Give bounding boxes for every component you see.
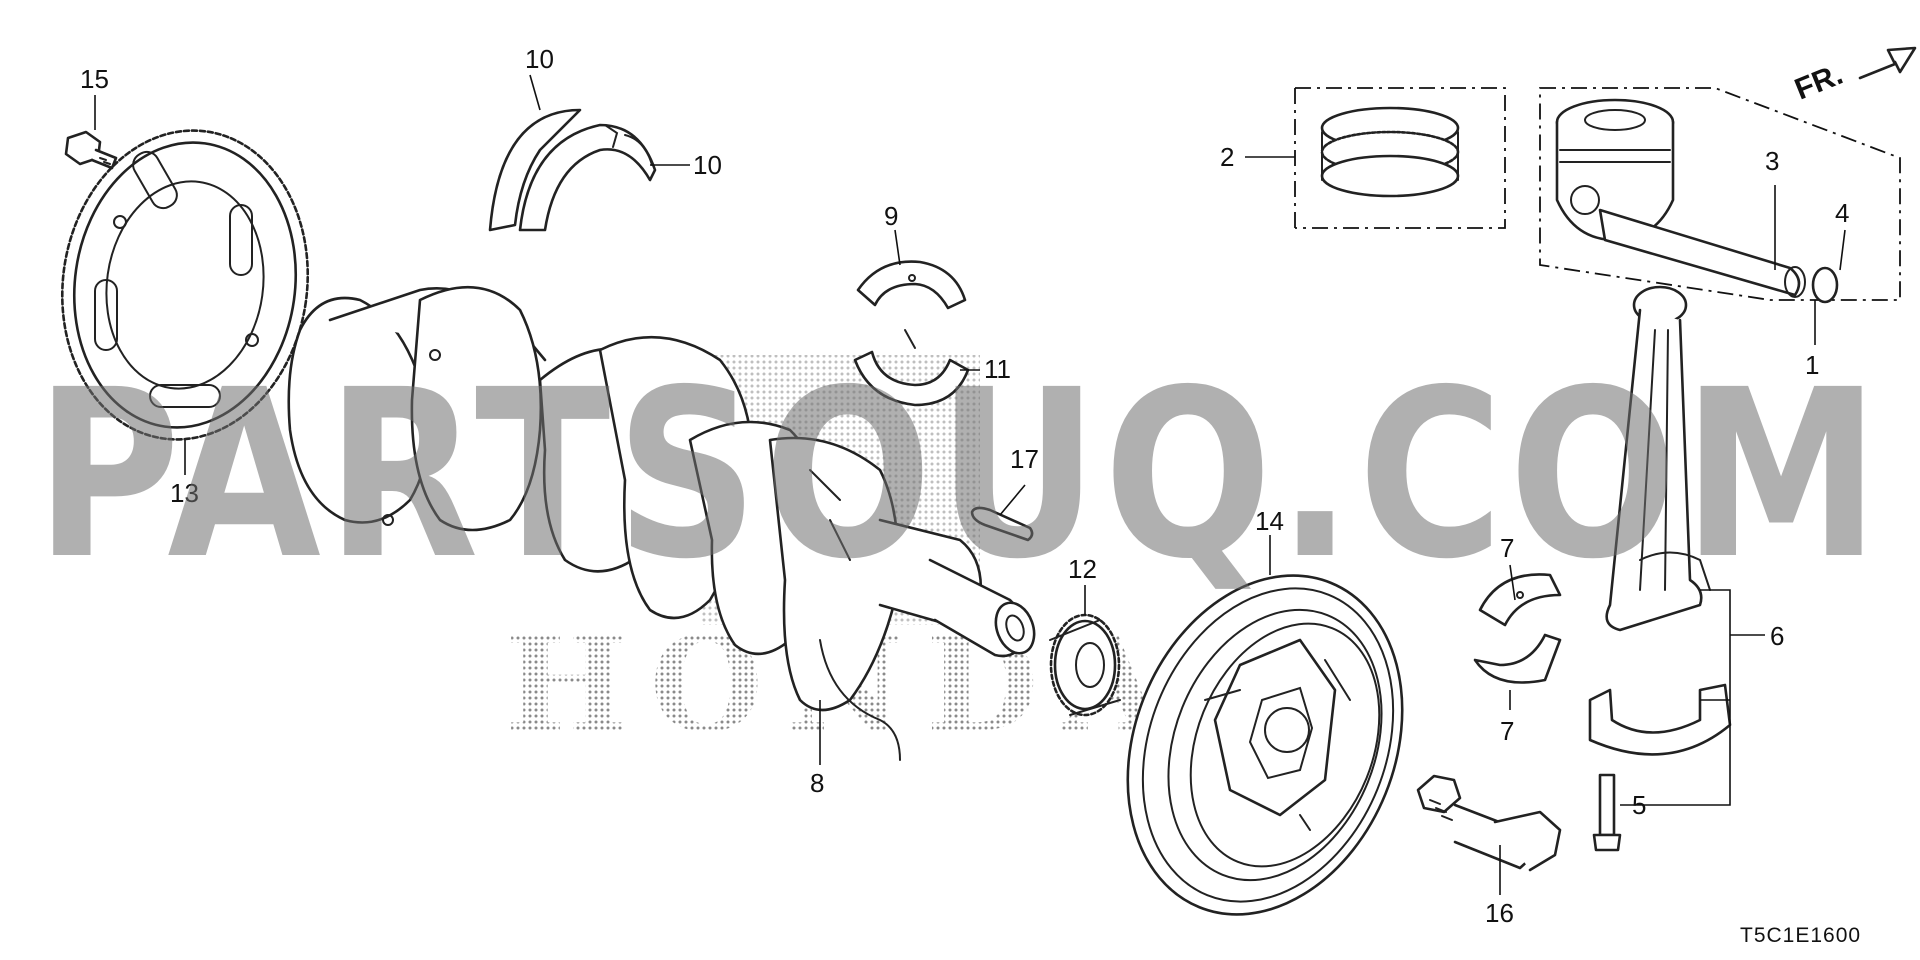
part-16-pulley-bolt[interactable] — [1416, 774, 1562, 872]
part-14-crankshaft-pulley[interactable] — [1079, 534, 1451, 956]
callout-14[interactable]: 14 — [1255, 506, 1284, 536]
part-7-rod-bearing-upper[interactable] — [1478, 573, 1562, 627]
part-15-bolt[interactable] — [64, 130, 118, 170]
leader-lines — [94, 74, 1846, 895]
callout-4[interactable]: 4 — [1835, 198, 1849, 228]
part-8-crankshaft[interactable] — [287, 285, 1041, 761]
part-3-piston-pin[interactable] — [1598, 208, 1806, 298]
part-6-connecting-rod[interactable] — [1605, 285, 1711, 632]
arrow-icon — [1858, 46, 1917, 80]
callout-9[interactable]: 9 — [884, 201, 898, 231]
diagram-code: T5C1E1600 — [1740, 924, 1861, 947]
svg-text:FR.: FR. — [1790, 58, 1847, 107]
callout-8[interactable]: 8 — [810, 768, 824, 798]
callout-3[interactable]: 3 — [1765, 146, 1779, 176]
part-10-thrust-washers[interactable] — [488, 108, 657, 232]
callout-7-bottom[interactable]: 7 — [1500, 716, 1514, 746]
piston-assembly-box — [1539, 87, 1901, 301]
callout-5[interactable]: 5 — [1632, 790, 1646, 820]
front-direction-indicator: FR. — [1790, 46, 1917, 107]
part-4-snap-ring[interactable] — [1811, 266, 1839, 304]
rod-cap[interactable] — [1588, 683, 1732, 756]
callout-1[interactable]: 1 — [1805, 350, 1819, 380]
callout-6[interactable]: 6 — [1770, 621, 1784, 651]
partsouq-watermark: PARTSOUQ.COM — [35, 340, 1885, 610]
callout-10-top[interactable]: 10 — [525, 44, 554, 74]
part-17-woodruff-key[interactable] — [970, 506, 1034, 542]
callout-2[interactable]: 2 — [1220, 142, 1234, 172]
callout-15[interactable]: 15 — [80, 64, 109, 94]
part-12-crankshaft-sprocket[interactable] — [1049, 613, 1121, 717]
part-7-rod-bearing-lower[interactable] — [1473, 633, 1562, 684]
part-5-rod-bolt[interactable] — [1592, 773, 1622, 852]
callout-16[interactable]: 16 — [1485, 898, 1514, 928]
part-13-reluctor-ring[interactable] — [43, 115, 328, 456]
callout-11[interactable]: 11 — [984, 354, 1011, 384]
callout-17[interactable]: 17 — [1010, 444, 1039, 474]
callout-12[interactable]: 12 — [1068, 554, 1097, 584]
part-9-main-bearing-upper[interactable] — [856, 260, 967, 310]
part-2-piston-ring-set[interactable] — [1294, 87, 1506, 229]
callout-10-right[interactable]: 10 — [693, 150, 722, 180]
callout-labels: 15 13 10 10 9 11 17 12 14 8 2 3 4 1 7 7 … — [80, 44, 1849, 928]
callout-13[interactable]: 13 — [170, 478, 199, 508]
callout-7-top[interactable]: 7 — [1500, 533, 1514, 563]
